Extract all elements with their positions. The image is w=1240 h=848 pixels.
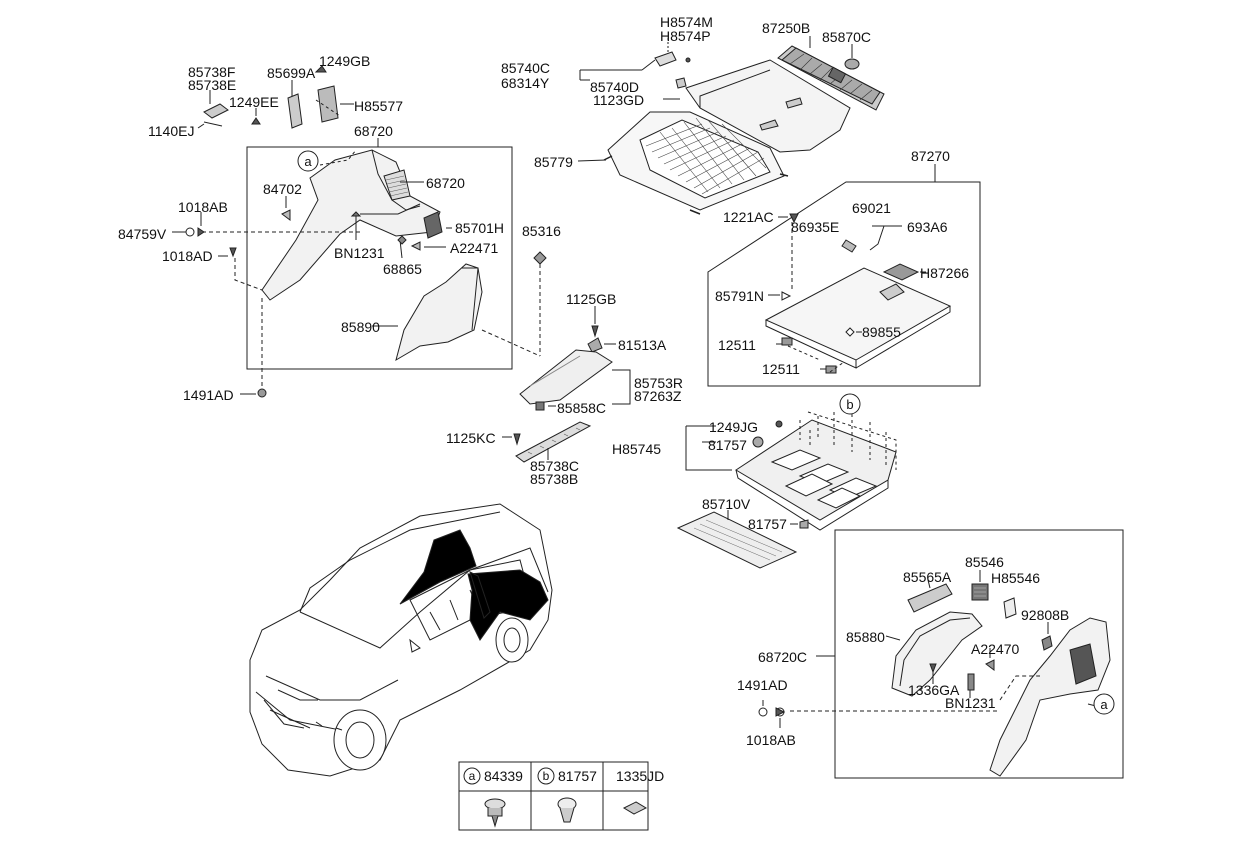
legend-part-81757: 81757 — [558, 768, 597, 784]
label-85738c: 85738C — [530, 458, 580, 474]
label-85740d: 85740D — [590, 79, 640, 95]
label-1221ac: 1221AC — [723, 209, 774, 225]
label-85779: 85779 — [534, 154, 573, 170]
label-1249jg: 1249JG — [709, 419, 759, 435]
label-85546: 85546 — [965, 554, 1004, 570]
label-68865: 68865 — [383, 261, 422, 277]
label-81513a: 81513A — [618, 337, 667, 353]
box-68720 — [246, 146, 513, 370]
label-85701h: 85701H — [455, 220, 505, 236]
label-a22470: A22470 — [971, 641, 1020, 657]
label-1491ad-right: 1491AD — [737, 677, 788, 693]
label-1125kc: 1125KC — [446, 430, 496, 446]
label-85316: 85316 — [522, 223, 561, 239]
label-89855: 89855 — [862, 324, 901, 340]
label-87263z: 87263Z — [634, 388, 682, 404]
label-1018ad-left: 1018AD — [162, 248, 213, 264]
callout-a2: a — [1100, 697, 1108, 712]
callout-a1: a — [304, 154, 312, 169]
label-h8574p: H8574P — [660, 28, 711, 44]
legend-letter-a: a — [469, 769, 476, 783]
label-81757-b: 81757 — [748, 516, 787, 532]
label-85699a: 85699A — [267, 65, 316, 81]
label-85791n: 85791N — [715, 288, 765, 304]
label-85753r: 85753R — [634, 375, 684, 391]
label-85710v: 85710V — [702, 496, 751, 512]
label-693a6: 693A6 — [907, 219, 948, 235]
label-1125gb: 1125GB — [566, 291, 617, 307]
label-1140ej: 1140EJ — [148, 123, 195, 139]
label-68720-inner: 68720 — [426, 175, 465, 191]
label-1018ab-left: 1018AB — [178, 199, 228, 215]
label-1336ga: 1336GA — [908, 682, 960, 698]
legend-circle-a — [463, 767, 481, 785]
label-bn1231-right: BN1231 — [945, 695, 996, 711]
label-1249gb: 1249GB — [319, 53, 371, 69]
leader-85740c — [579, 59, 656, 81]
label-1123gd: 1123GD — [593, 92, 645, 108]
label-bn1231-left: BN1231 — [334, 245, 385, 261]
label-87250b: 87250B — [762, 20, 811, 36]
label-85740c: 85740C — [501, 60, 551, 76]
label-85880: 85880 — [846, 629, 885, 645]
label-92808b: 92808B — [1021, 607, 1070, 623]
label-85738f: 85738F — [188, 64, 236, 80]
legend-table — [458, 761, 649, 831]
callout-circle-a1 — [297, 150, 319, 172]
legend-circle-b — [537, 767, 555, 785]
label-85890: 85890 — [341, 319, 380, 335]
label-87270: 87270 — [911, 148, 950, 164]
label-h85546: H85546 — [991, 570, 1041, 586]
callout-b1: b — [846, 397, 853, 412]
callout-circle-a2 — [1093, 693, 1115, 715]
label-84702: 84702 — [263, 181, 302, 197]
legend-part-1335jd: 1335JD — [616, 768, 664, 784]
label-85858c: 85858C — [557, 400, 607, 416]
label-1249ee: 1249EE — [229, 94, 279, 110]
label-85565a: 85565A — [903, 569, 952, 585]
label-84759v: 84759V — [118, 226, 167, 242]
label-69021: 69021 — [852, 200, 891, 216]
legend-part-84339: 84339 — [484, 768, 523, 784]
label-12511-b: 12511 — [762, 361, 800, 377]
box-87270 — [707, 181, 981, 387]
label-1018ab-right: 1018AB — [746, 732, 796, 748]
label-h8574m: H8574M — [660, 14, 713, 30]
label-68720-top: 68720 — [354, 123, 393, 139]
callout-circle-b1 — [839, 393, 861, 415]
vehicle-outline — [249, 503, 553, 777]
label-68720c: 68720C — [758, 649, 808, 665]
legend-letter-b: b — [543, 769, 550, 783]
label-85870c: 85870C — [822, 29, 872, 45]
label-a22471: A22471 — [450, 240, 499, 256]
label-h85577: H85577 — [354, 98, 404, 114]
box-68720c — [834, 529, 1124, 779]
label-86935e: 86935E — [791, 219, 840, 235]
label-81757-a: 81757 — [708, 437, 747, 453]
label-85738e: 85738E — [188, 77, 237, 93]
label-h87266: H87266 — [920, 265, 970, 281]
label-68314y: 68314Y — [501, 75, 550, 91]
label-85738b: 85738B — [530, 471, 579, 487]
label-12511-a: 12511 — [718, 337, 756, 353]
label-h85745: H85745 — [612, 441, 662, 457]
label-1491ad-left: 1491AD — [183, 387, 234, 403]
